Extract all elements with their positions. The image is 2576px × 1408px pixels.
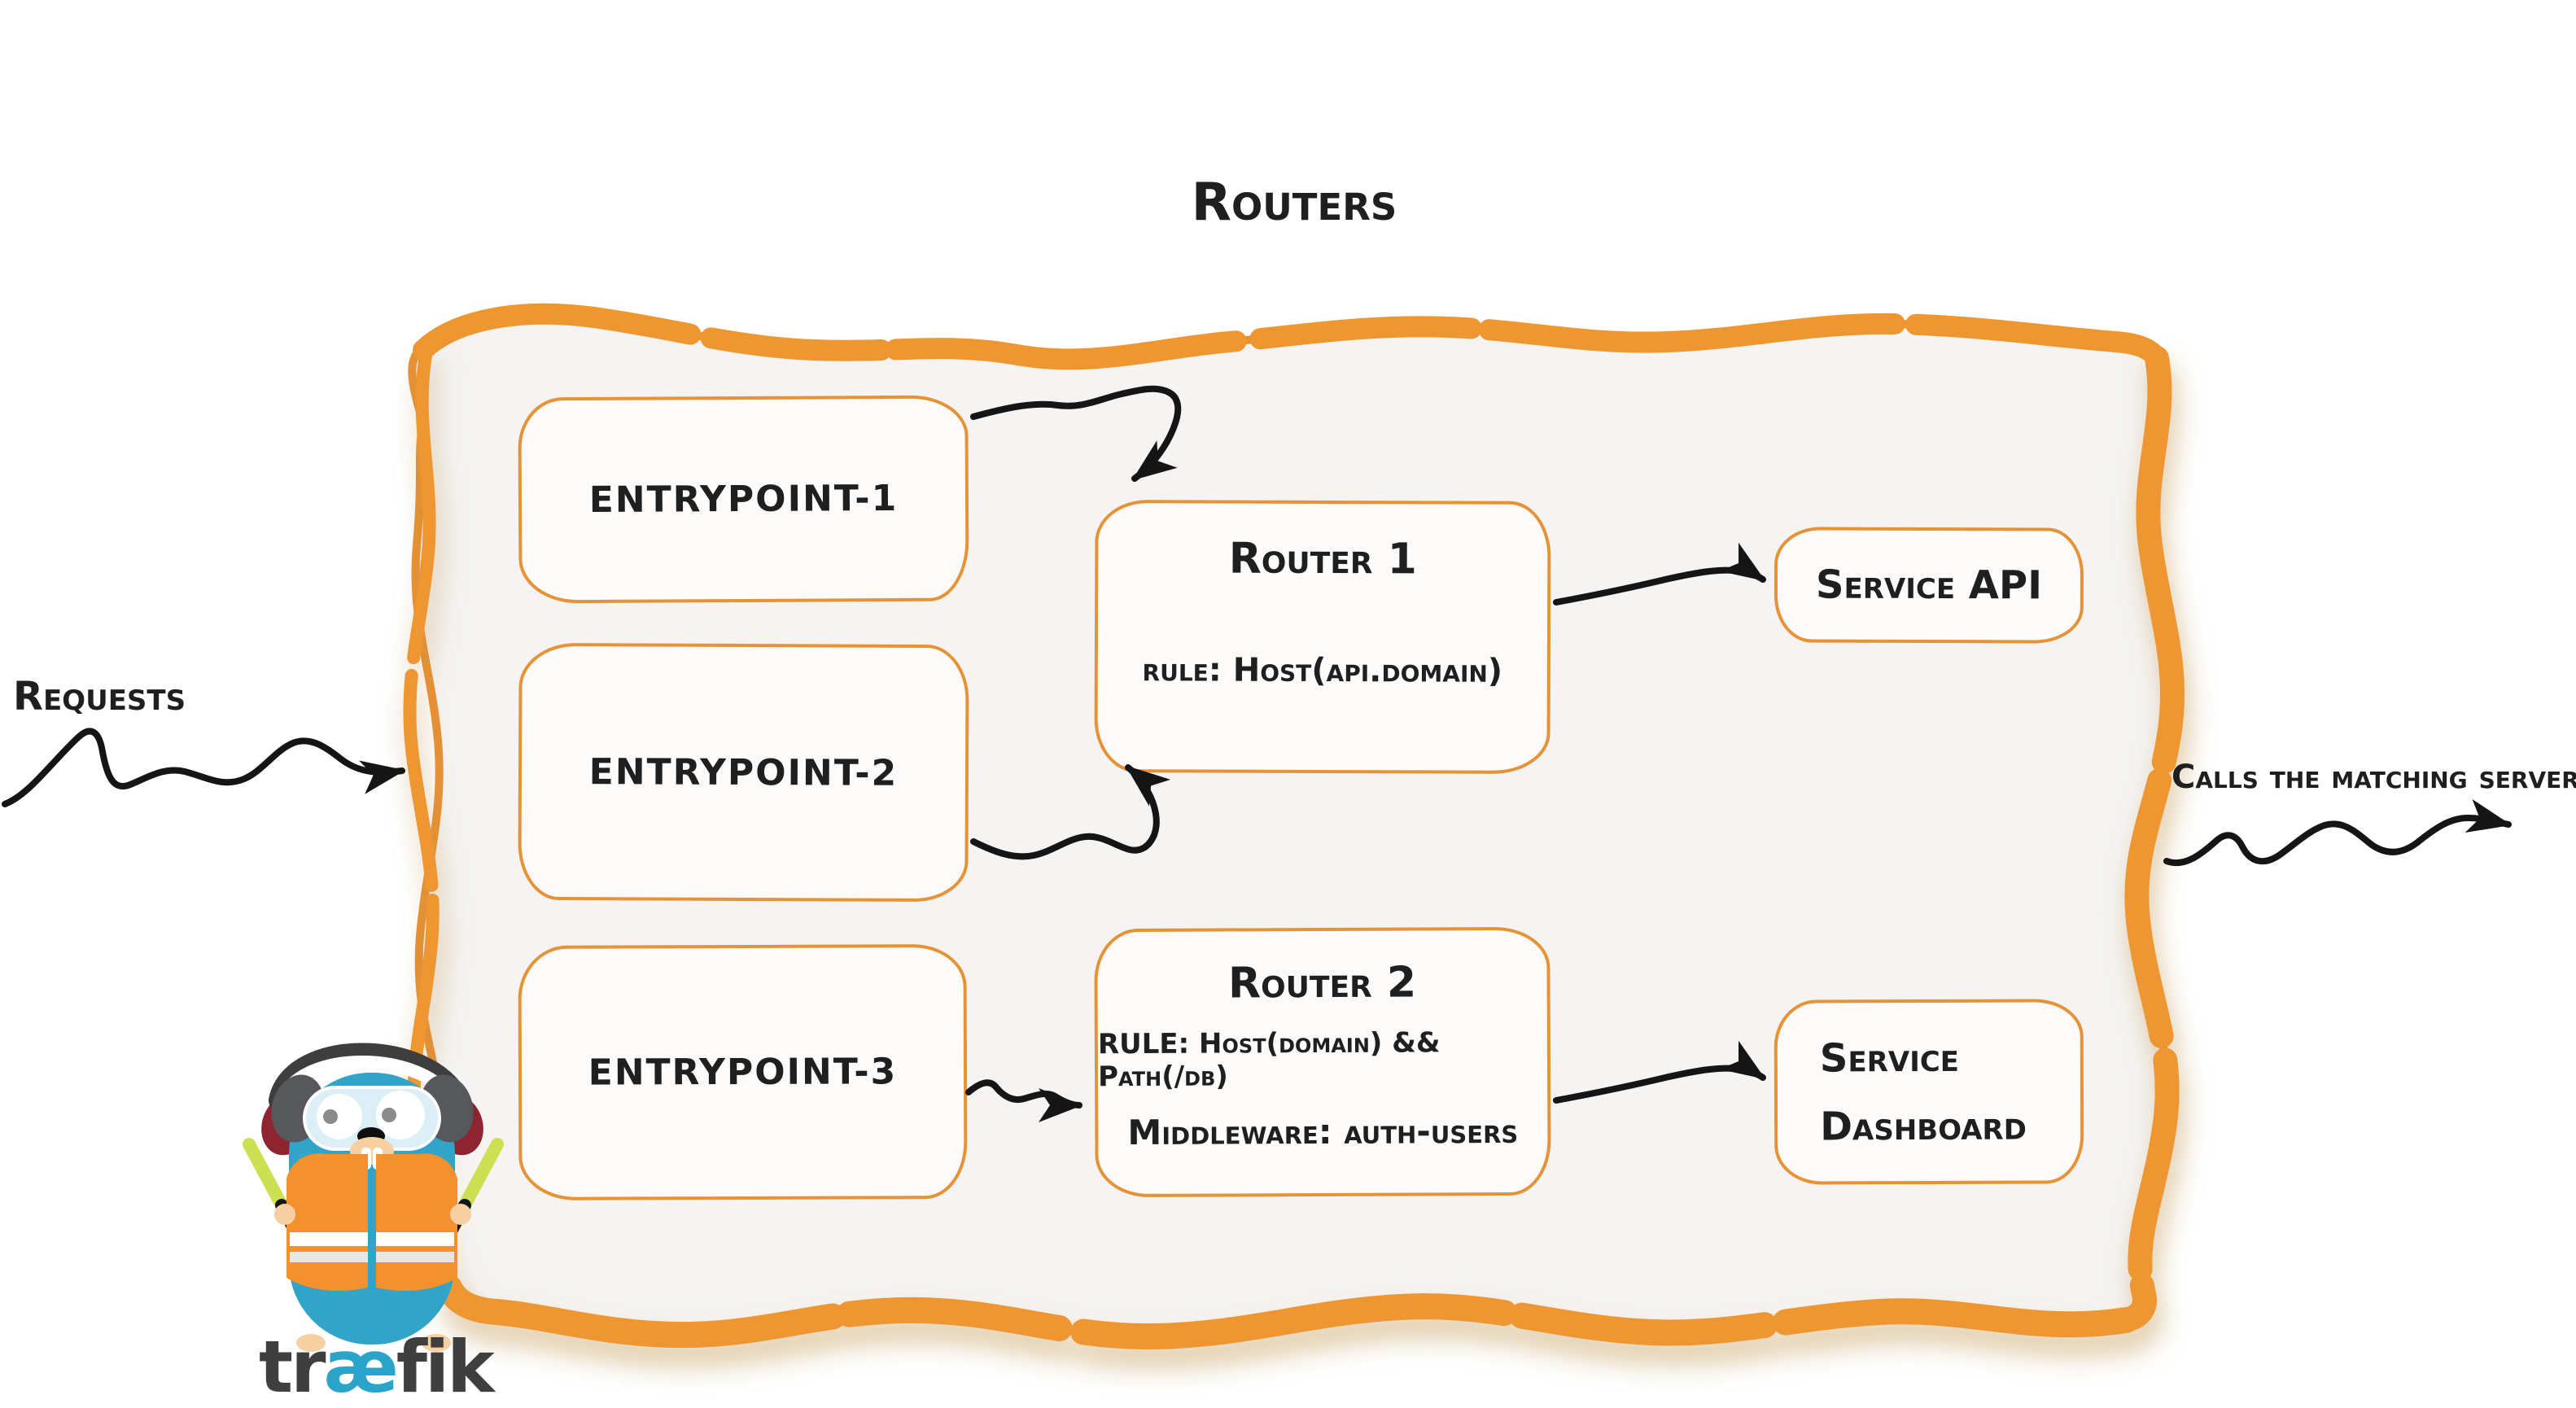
gopher-goggles — [303, 1086, 441, 1151]
traefik-wordmark: træfik — [259, 1325, 495, 1408]
gopher-earcup-right — [420, 1074, 474, 1143]
entrypoint-2-label: entrypoint-2 — [588, 750, 899, 794]
gopher-vest-stripe — [376, 1252, 454, 1262]
router-2-rule: RULE: Host(domain) && Path(/db) — [1097, 1026, 1441, 1094]
wordmark-fik: fik — [396, 1325, 495, 1408]
entrypoint-1-node: entrypoint-1 — [518, 395, 969, 604]
router-1-rule: rule: Host(api.domain) — [1142, 651, 1503, 690]
gopher-eye-left — [317, 1094, 362, 1139]
diagram-title: Routers — [1191, 173, 1397, 233]
router-2-title: Router 2 — [1227, 958, 1417, 1008]
arrow-router1-serviceapi — [1553, 542, 1766, 606]
arrow-entrypoint2-router1 — [970, 764, 1171, 860]
entrypoint-3-node: entrypoint-3 — [518, 944, 968, 1200]
arrow-entrypoint3-router2 — [965, 1079, 1082, 1122]
service-dashboard-label-line1: Service — [1819, 1034, 1960, 1081]
entrypoint-1-label: entrypoint-1 — [588, 478, 899, 521]
gopher-headband-highlight — [274, 1056, 461, 1110]
gopher-vest-stripe — [290, 1252, 368, 1262]
gopher-earcup-left-accent — [261, 1094, 312, 1156]
wordmark-tr: tr — [259, 1325, 326, 1408]
calls-label: Calls the matching server — [2171, 759, 2576, 796]
arrow-router2-servicedashboard — [1553, 1040, 1766, 1104]
service-dashboard-label-line2: Dashboard — [1820, 1103, 2027, 1149]
service-api-label: Service API — [1815, 562, 2043, 609]
router-1-node: Router 1 rule: Host(api.domain) — [1094, 500, 1551, 774]
entrypoint-2-node: entrypoint-2 — [518, 642, 969, 903]
gopher-tooth-left — [361, 1148, 371, 1170]
gopher-vest-left — [286, 1153, 368, 1291]
arrow-calls — [2163, 798, 2512, 867]
gopher-tooth-right — [373, 1148, 383, 1170]
service-api-node: Service API — [1773, 527, 2084, 644]
router-2-middleware: Middleware: auth-users — [1127, 1110, 1519, 1153]
gopher-baton-right — [460, 1138, 504, 1209]
gopher-vest-stripe — [290, 1232, 368, 1246]
gopher-baton-left — [243, 1138, 286, 1209]
gopher-baton-right-handle — [445, 1199, 471, 1236]
gopher-earcup-left — [271, 1074, 325, 1143]
service-dashboard-node: Service Dashboard — [1773, 999, 2084, 1185]
gopher-headband — [269, 1043, 470, 1113]
gopher-hand-left — [274, 1204, 295, 1225]
gopher-pupil-right — [382, 1108, 396, 1122]
router-2-node: Router 2 RULE: Host(domain) && Path(/db)… — [1094, 926, 1551, 1198]
gopher-vest-right — [376, 1153, 457, 1291]
wordmark-ae: æ — [323, 1325, 398, 1408]
gopher-hand-right — [450, 1204, 471, 1225]
gopher-body — [289, 1073, 455, 1345]
gopher-muzzle — [350, 1137, 394, 1165]
traefik-gopher-mascot — [243, 1043, 504, 1352]
requests-label: Requests — [13, 674, 186, 719]
arrow-entrypoint1-router1 — [970, 385, 1182, 482]
gopher-baton-left-handle — [275, 1199, 301, 1236]
router-1-title: Router 1 — [1228, 534, 1417, 584]
gopher-eye-right — [376, 1091, 425, 1139]
entrypoint-3-label: entrypoint-3 — [588, 1051, 898, 1094]
gopher-earcup-right-accent — [433, 1094, 483, 1156]
gopher-vest-stripe — [376, 1232, 454, 1246]
arrow-requests — [2, 728, 405, 807]
gopher-nose — [357, 1127, 385, 1145]
gopher-pupil-left — [323, 1109, 338, 1124]
